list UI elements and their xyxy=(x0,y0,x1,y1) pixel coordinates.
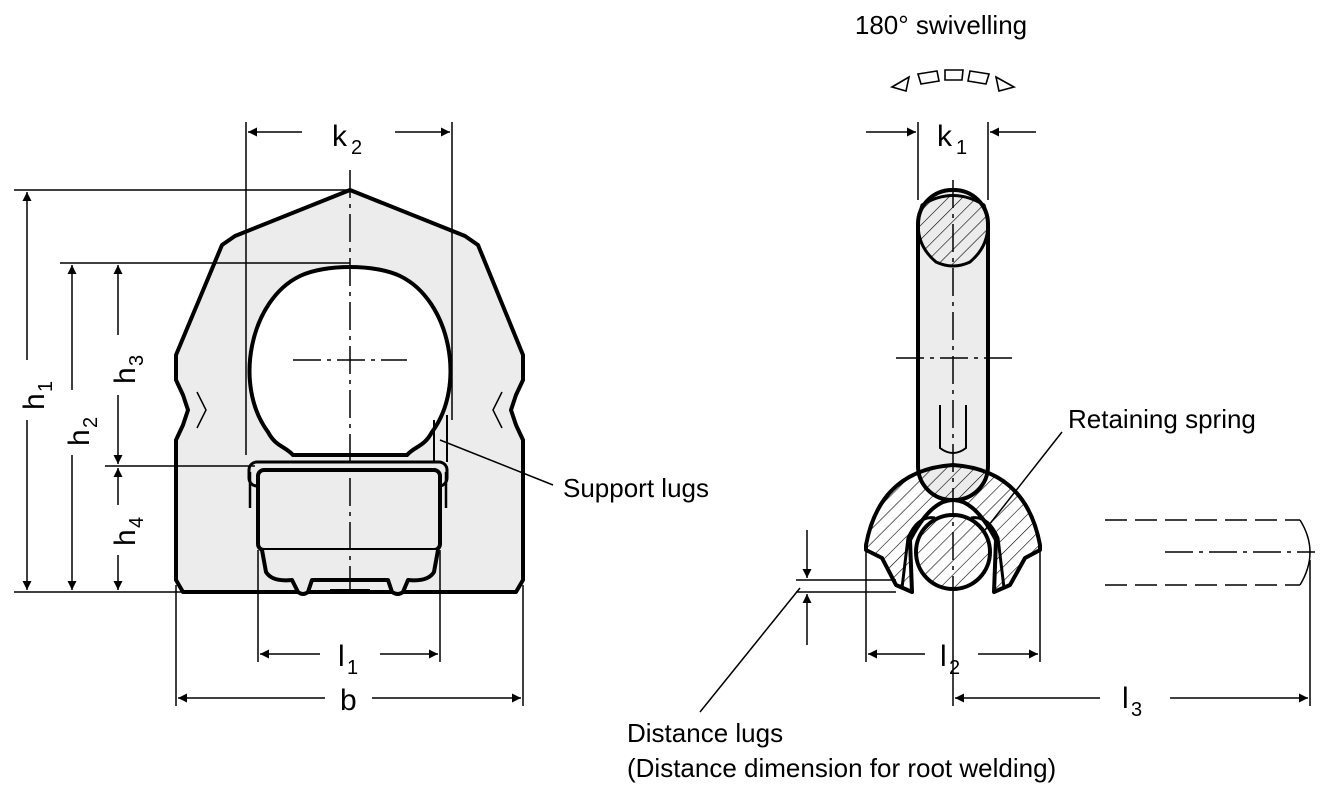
front-dimensions xyxy=(14,122,554,706)
dim-label-k2: k 2 xyxy=(332,120,362,159)
svg-text:h: h xyxy=(18,393,51,410)
svg-text:h: h xyxy=(63,429,96,446)
dim-label-l2: l 2 xyxy=(940,640,960,679)
spring-right xyxy=(970,516,1006,589)
distance-note-label: (Distance dimension for root welding) xyxy=(627,753,1056,783)
support-lugs-leader xyxy=(439,439,554,486)
svg-text:1: 1 xyxy=(35,381,57,392)
dim-label-h1: h 1 xyxy=(18,381,57,410)
svg-text:k: k xyxy=(937,120,953,153)
bottom-housing xyxy=(864,463,1042,594)
side-view xyxy=(864,69,1042,600)
front-view xyxy=(174,170,525,600)
svg-text:l: l xyxy=(338,640,345,673)
dim-label-b: b xyxy=(340,684,357,717)
swivel-label: 180° swivelling xyxy=(855,10,1027,40)
svg-text:1: 1 xyxy=(347,657,358,679)
support-lugs-label: Support lugs xyxy=(563,473,709,503)
retaining-spring-leader xyxy=(984,431,1063,531)
dim-label-h4: h 4 xyxy=(109,517,148,546)
right-notch-mark xyxy=(492,391,503,429)
swivel-range-outline xyxy=(1105,519,1300,586)
svg-text:h: h xyxy=(109,367,142,384)
distance-lugs-label: Distance lugs xyxy=(627,718,783,748)
spring-left xyxy=(900,516,936,589)
svg-text:2: 2 xyxy=(949,657,960,679)
dim-label-h2: h 2 xyxy=(63,417,102,446)
svg-text:l: l xyxy=(1122,682,1129,715)
dim-label-l3: l 3 xyxy=(1122,682,1142,721)
svg-text:3: 3 xyxy=(126,355,148,366)
dim-label-k1: k 1 xyxy=(937,120,967,159)
svg-text:3: 3 xyxy=(1131,699,1142,721)
svg-text:2: 2 xyxy=(351,137,362,159)
svg-text:h: h xyxy=(109,529,142,546)
dim-label-l1: l 1 xyxy=(338,640,358,679)
distance-lugs-leader xyxy=(699,587,801,713)
left-notch-mark xyxy=(196,391,207,429)
dim-label-h3: h 3 xyxy=(109,355,148,384)
support-lug-bar xyxy=(248,472,448,508)
svg-text:k: k xyxy=(332,120,348,153)
side-dimensions xyxy=(699,122,1315,713)
svg-text:4: 4 xyxy=(126,517,148,528)
svg-text:2: 2 xyxy=(80,417,102,428)
svg-text:1: 1 xyxy=(956,137,967,159)
retaining-spring-label: Retaining spring xyxy=(1068,404,1256,434)
swivel-arrow-icon xyxy=(889,69,1017,93)
svg-text:l: l xyxy=(940,640,947,673)
inner-block xyxy=(256,468,442,552)
